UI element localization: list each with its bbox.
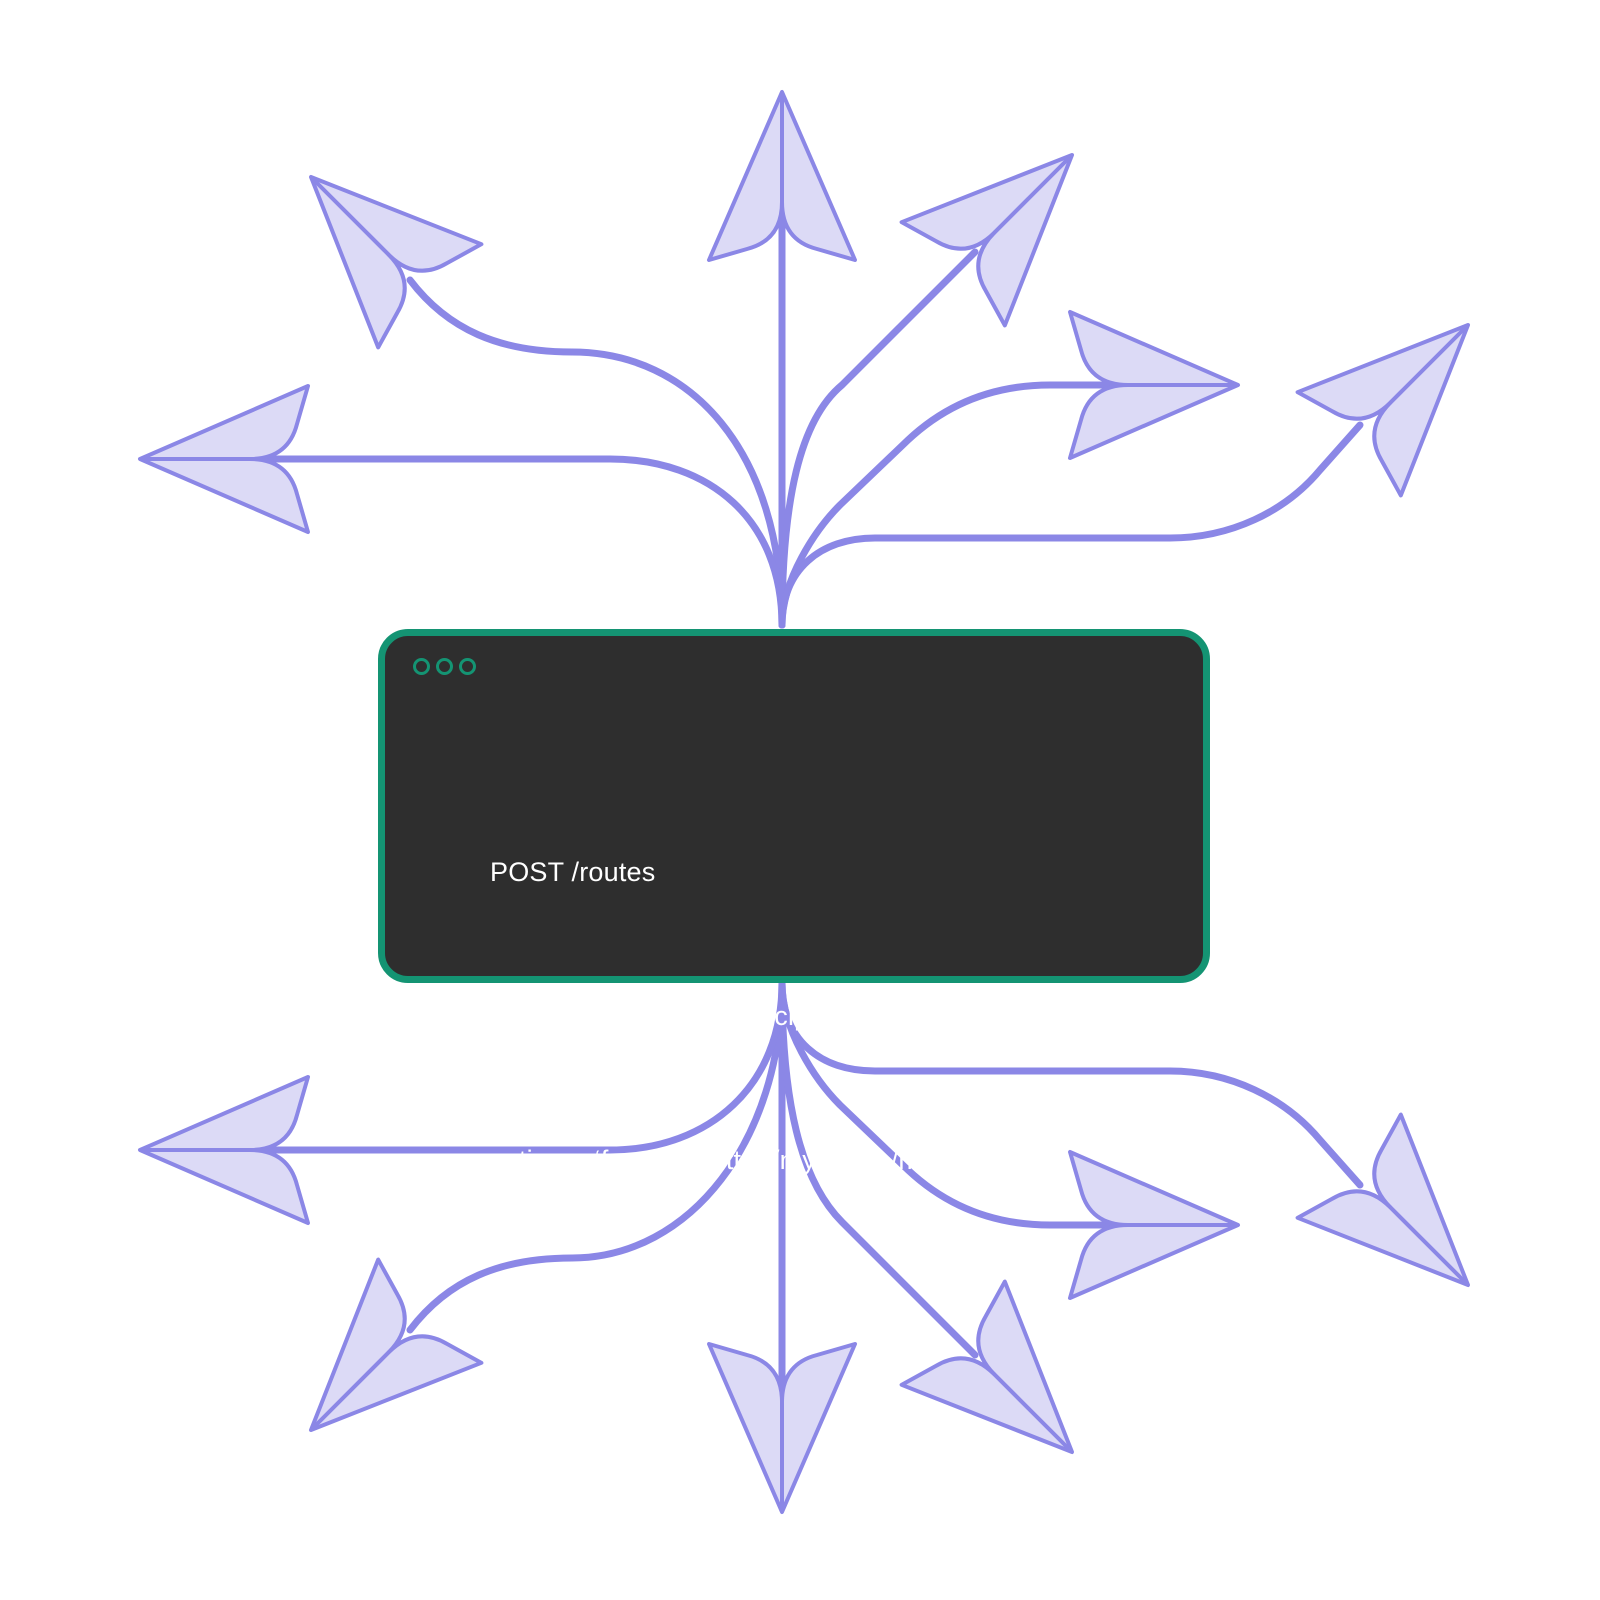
code-line-request: POST /routes [490,857,656,887]
code-line-action: action = ‘forward(“http://myapp.io/msgs/… [490,1145,997,1175]
route-line-far-right-upper [778,421,1364,629]
window-controls [413,658,476,675]
code-block: POST /routes expression = ‘match_recipie… [490,752,1054,1280]
arrowhead-right-upper-icon [1068,310,1240,460]
arrowhead-far-right-upper-icon [1295,323,1470,498]
arrowhead-down-left-icon [309,1257,484,1432]
arrowhead-left-upper-icon [138,384,310,534]
code-window: POST /routes expression = ‘match_recipie… [378,629,1210,1175]
arrowhead-down-right-icon [899,1279,1074,1454]
route-line-right-upper [778,381,1234,629]
route-line-up-right [778,248,979,629]
route-line-left-lower [266,979,786,1154]
arrowhead-left-lower-icon [138,1075,310,1225]
route-line-up-left [406,276,786,629]
arrowhead-far-right-lower-icon [1295,1112,1470,1287]
arrowhead-down-icon [707,1342,857,1514]
route-line-down-right [778,979,979,1359]
window-control-dot-icon [459,658,476,675]
arrowhead-up-left-icon [309,175,484,350]
arrowhead-right-lower-icon [1068,1150,1240,1300]
window-control-dot-icon [436,658,453,675]
window-control-dot-icon [413,658,430,675]
route-line-left-upper [266,455,786,629]
route-line-down-left [406,979,786,1334]
route-line-far-right-lower [778,979,1364,1189]
arrowhead-up-icon [707,90,857,262]
code-line-expression: expression = ‘match_recipient(“.*@myapp.… [490,1001,1054,1031]
arrowhead-up-right-icon [899,153,1074,328]
